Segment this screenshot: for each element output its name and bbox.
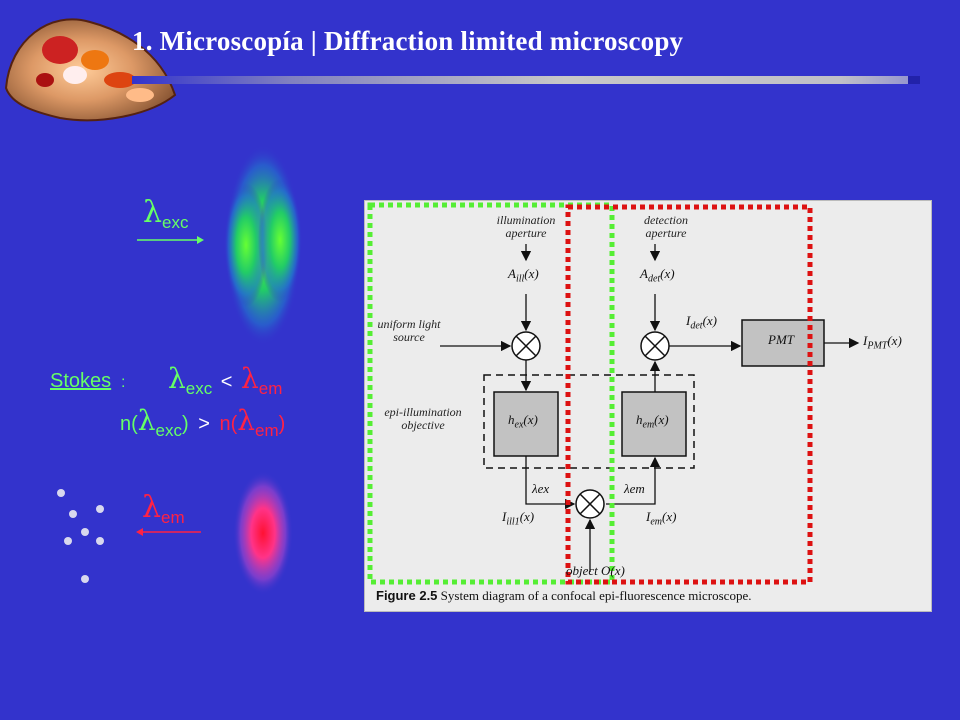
excitation-psf-image: [224, 145, 302, 345]
title-underline-bar-end: [908, 76, 920, 84]
object-label: object O(x): [566, 563, 625, 578]
i-pmt-label: IPMT(x): [863, 333, 902, 352]
title-underline-bar: [132, 76, 920, 84]
i-em-label: Iem(x): [646, 509, 677, 528]
lambda-ex-diagram-label: λex: [532, 481, 550, 496]
molecule-dot: [57, 489, 65, 497]
page-title: 1. Microscopía | Diffraction limited mic…: [132, 26, 684, 56]
object-multiplier-node: [575, 489, 605, 519]
a-ill-label: Aill(x): [508, 266, 539, 285]
i-ill1-label: Iill1(x): [502, 509, 535, 528]
illumination-multiplier-node: [511, 331, 541, 361]
illumination-path-green-box: [367, 202, 615, 585]
molecule-dot: [96, 537, 104, 545]
a-det-label: Adet(x): [640, 266, 675, 285]
h-em-label: hem(x): [636, 412, 669, 431]
h-em-box: [621, 391, 687, 457]
stokes-inequality-wavelength: λexc < λem: [168, 362, 283, 398]
pmt-box-label: PMT: [768, 332, 794, 347]
detection-aperture-label: detection aperture: [644, 213, 688, 240]
stokes-inequality-index: n(λexc) > n(λem): [120, 404, 286, 440]
uniform-light-source-label: uniform light source: [377, 317, 441, 344]
molecule-dot: [64, 537, 72, 545]
molecule-dot: [69, 510, 77, 518]
confocal-system-diagram: [367, 202, 860, 585]
h-ex-box: [493, 391, 559, 457]
stokes-label: Stokes: [50, 370, 112, 392]
lambda-exc-label: λexc: [143, 195, 189, 232]
molecule-dot: [81, 575, 89, 583]
i-det-label: Idet(x): [686, 313, 717, 332]
stokes-colon: :: [121, 374, 126, 391]
emission-psf-image: [233, 471, 293, 595]
illumination-aperture-label: illumination aperture: [496, 213, 556, 240]
h-ex-label: hex(x): [508, 412, 538, 431]
molecule-dot: [96, 505, 104, 513]
figure-caption: Figure 2.5 System diagram of a confocal …: [376, 588, 752, 603]
excitation-arrow: [137, 236, 204, 244]
detection-multiplier-node: [640, 331, 670, 361]
brain-logo-image: [4, 18, 177, 122]
detection-path-red-box: [565, 204, 813, 585]
lambda-em-diagram-label: λem: [624, 481, 645, 496]
epi-illumination-objective-label: epi-illumination objective: [384, 405, 462, 432]
objective-dashed-box: [483, 374, 695, 469]
lambda-em-label: λem: [142, 490, 185, 527]
emission-arrow: [136, 528, 201, 536]
molecule-dot: [81, 528, 89, 536]
